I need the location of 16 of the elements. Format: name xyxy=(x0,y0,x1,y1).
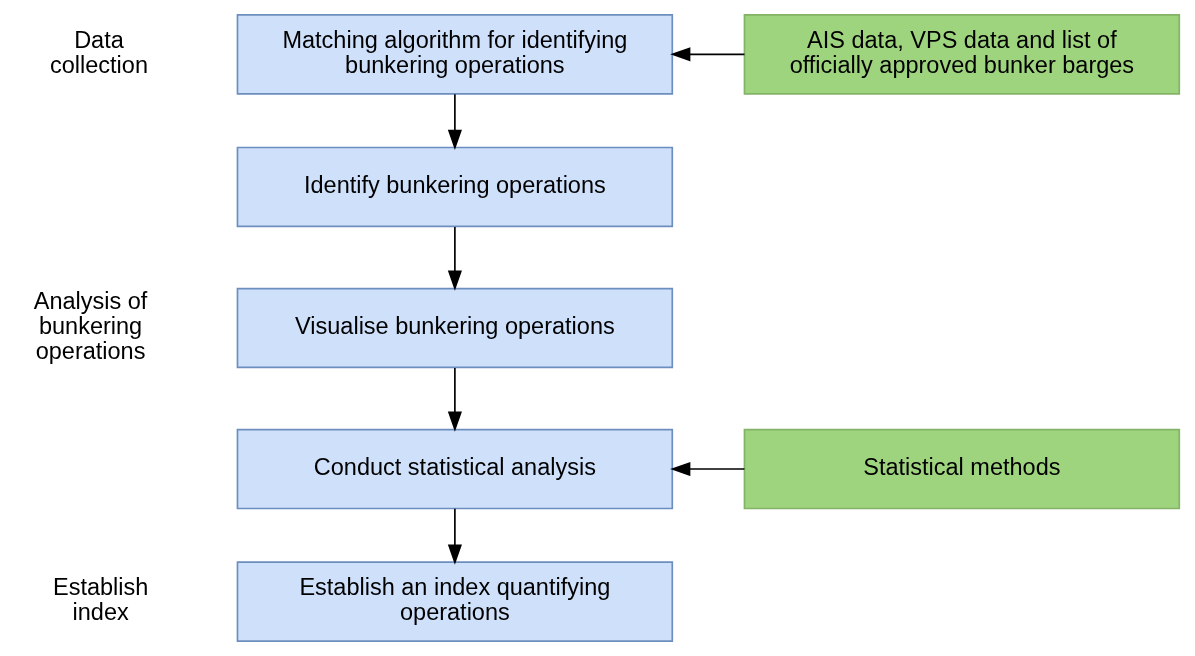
arrow xyxy=(447,507,462,565)
node-box: Statistical methods xyxy=(743,428,1180,510)
label: Establish index xyxy=(52,574,148,626)
arrow xyxy=(669,461,745,477)
arrow xyxy=(447,367,462,432)
node-box: AIS data, VPS data and list of officially approved bunker barges xyxy=(743,14,1180,95)
arrow xyxy=(447,93,462,151)
node-box: Matching algorithm for identifying bunkering operations xyxy=(236,14,673,95)
arrow xyxy=(447,226,462,291)
node-box: Conduct statistical analysis xyxy=(236,428,673,510)
arrow xyxy=(669,47,745,62)
label: Analysis of bunkering operations xyxy=(33,288,147,365)
node-box: Establish an index quantifying operations xyxy=(236,561,673,642)
node-box: Identify bunkering operations xyxy=(236,146,673,228)
label: Data collection xyxy=(49,26,148,79)
node-box: Visualise bunkering operations xyxy=(236,287,673,369)
